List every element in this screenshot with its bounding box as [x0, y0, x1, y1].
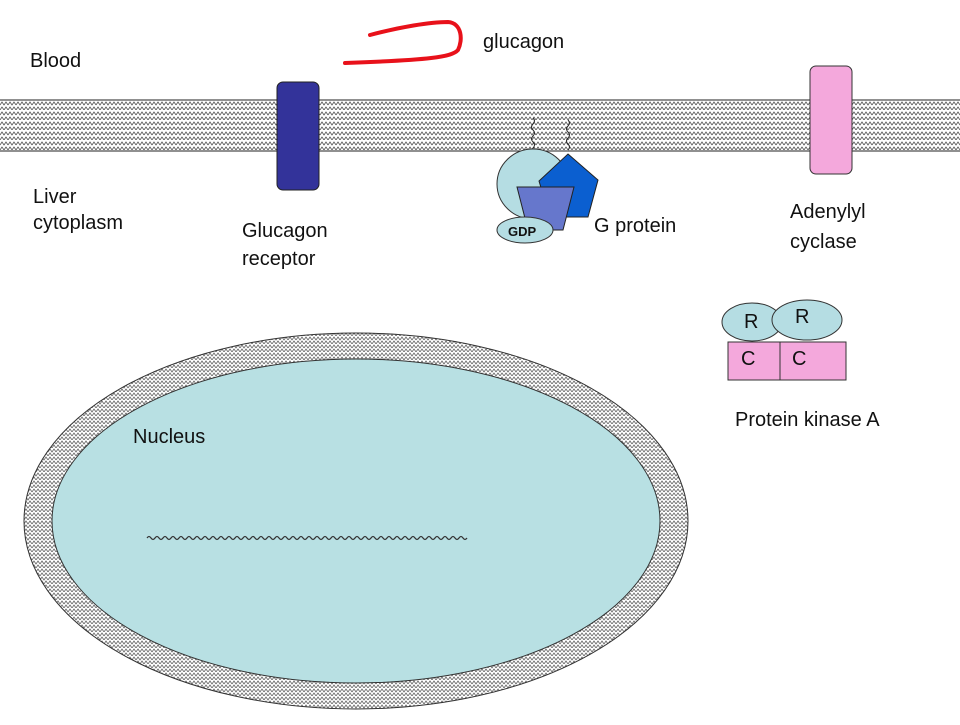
pka-regulatory-subunit-2	[771, 299, 843, 341]
glucagon-receptor-label-line2: receptor	[242, 248, 316, 270]
g-protein-anchor-right	[566, 119, 570, 151]
glucagon-label: glucagon	[483, 31, 565, 53]
gdp-molecule	[496, 216, 554, 244]
adenylyl-cyclase	[809, 65, 853, 175]
glucagon-molecule	[343, 19, 463, 65]
pka-r1-label: R	[744, 311, 759, 333]
glucagon-receptor-label-line1: Glucagon	[242, 220, 328, 242]
glucagon-receptor	[276, 81, 320, 191]
g-protein-anchor-left	[531, 117, 535, 155]
nucleus-label: Nucleus	[133, 426, 206, 448]
pka-r2-label: R	[795, 306, 810, 328]
pka-catalytic-subunit-2	[779, 341, 847, 381]
adenylyl-cyclase-label-line1: Adenylyl	[790, 201, 866, 223]
pka-c1-label: C	[741, 348, 756, 370]
dna-strand	[146, 535, 468, 541]
gdp-label: GDP	[508, 224, 537, 239]
g-protein-label: G protein	[594, 215, 677, 237]
liver-cytoplasm-label-line1: Liver	[33, 186, 77, 208]
pka-catalytic-subunit-1	[727, 341, 781, 381]
liver-cytoplasm-label-line2: cytoplasm	[33, 212, 124, 234]
plasma-membrane	[0, 99, 960, 152]
nucleus-interior	[51, 358, 661, 684]
blood-label: Blood	[30, 50, 82, 72]
adenylyl-cyclase-label-line2: cyclase	[790, 231, 857, 253]
protein-kinase-a-label: Protein kinase A	[735, 409, 880, 431]
pka-c2-label: C	[792, 348, 807, 370]
